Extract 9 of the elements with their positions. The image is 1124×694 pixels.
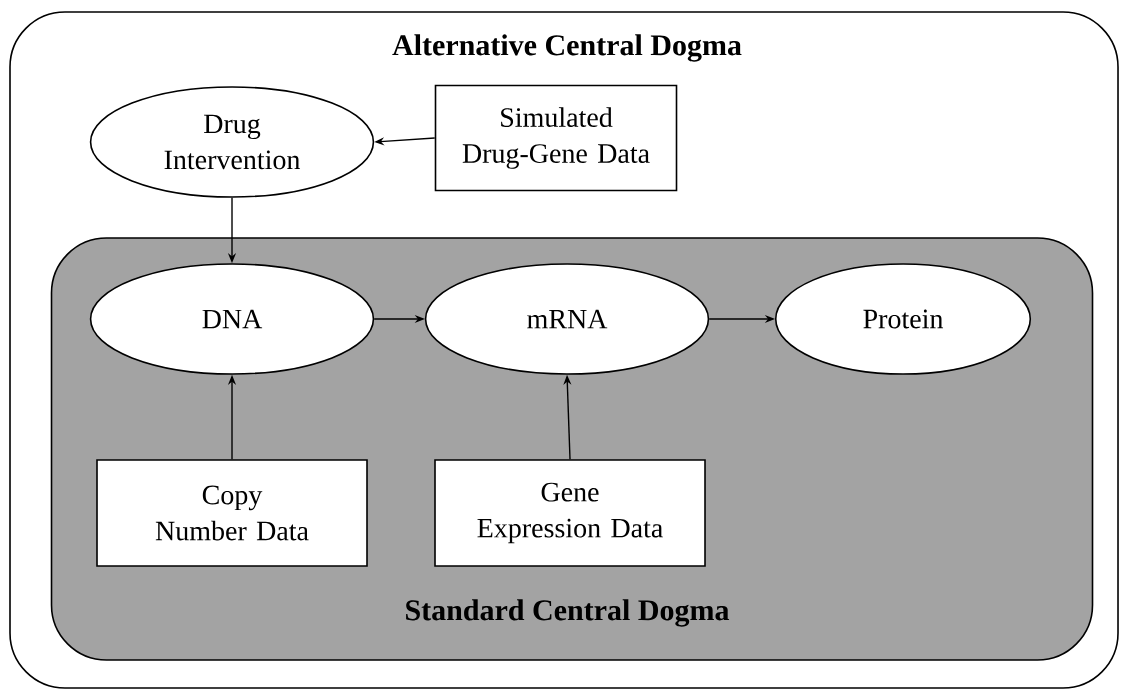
ellipse-node: Protein — [774, 263, 1032, 375]
ellipse-node: mRNA — [424, 263, 710, 375]
panel-heading: Alternative Central Dogma — [392, 34, 742, 62]
data-box: Simulated Drug-Gene Data — [434, 84, 678, 192]
data-box: Gene Expression Data — [434, 459, 706, 567]
panel-heading: Standard Central Dogma — [406, 599, 730, 627]
ellipse-node: Drug Intervention — [89, 86, 375, 198]
ellipse-node: DNA — [89, 263, 375, 375]
data-box: Copy Number Data — [96, 459, 368, 567]
